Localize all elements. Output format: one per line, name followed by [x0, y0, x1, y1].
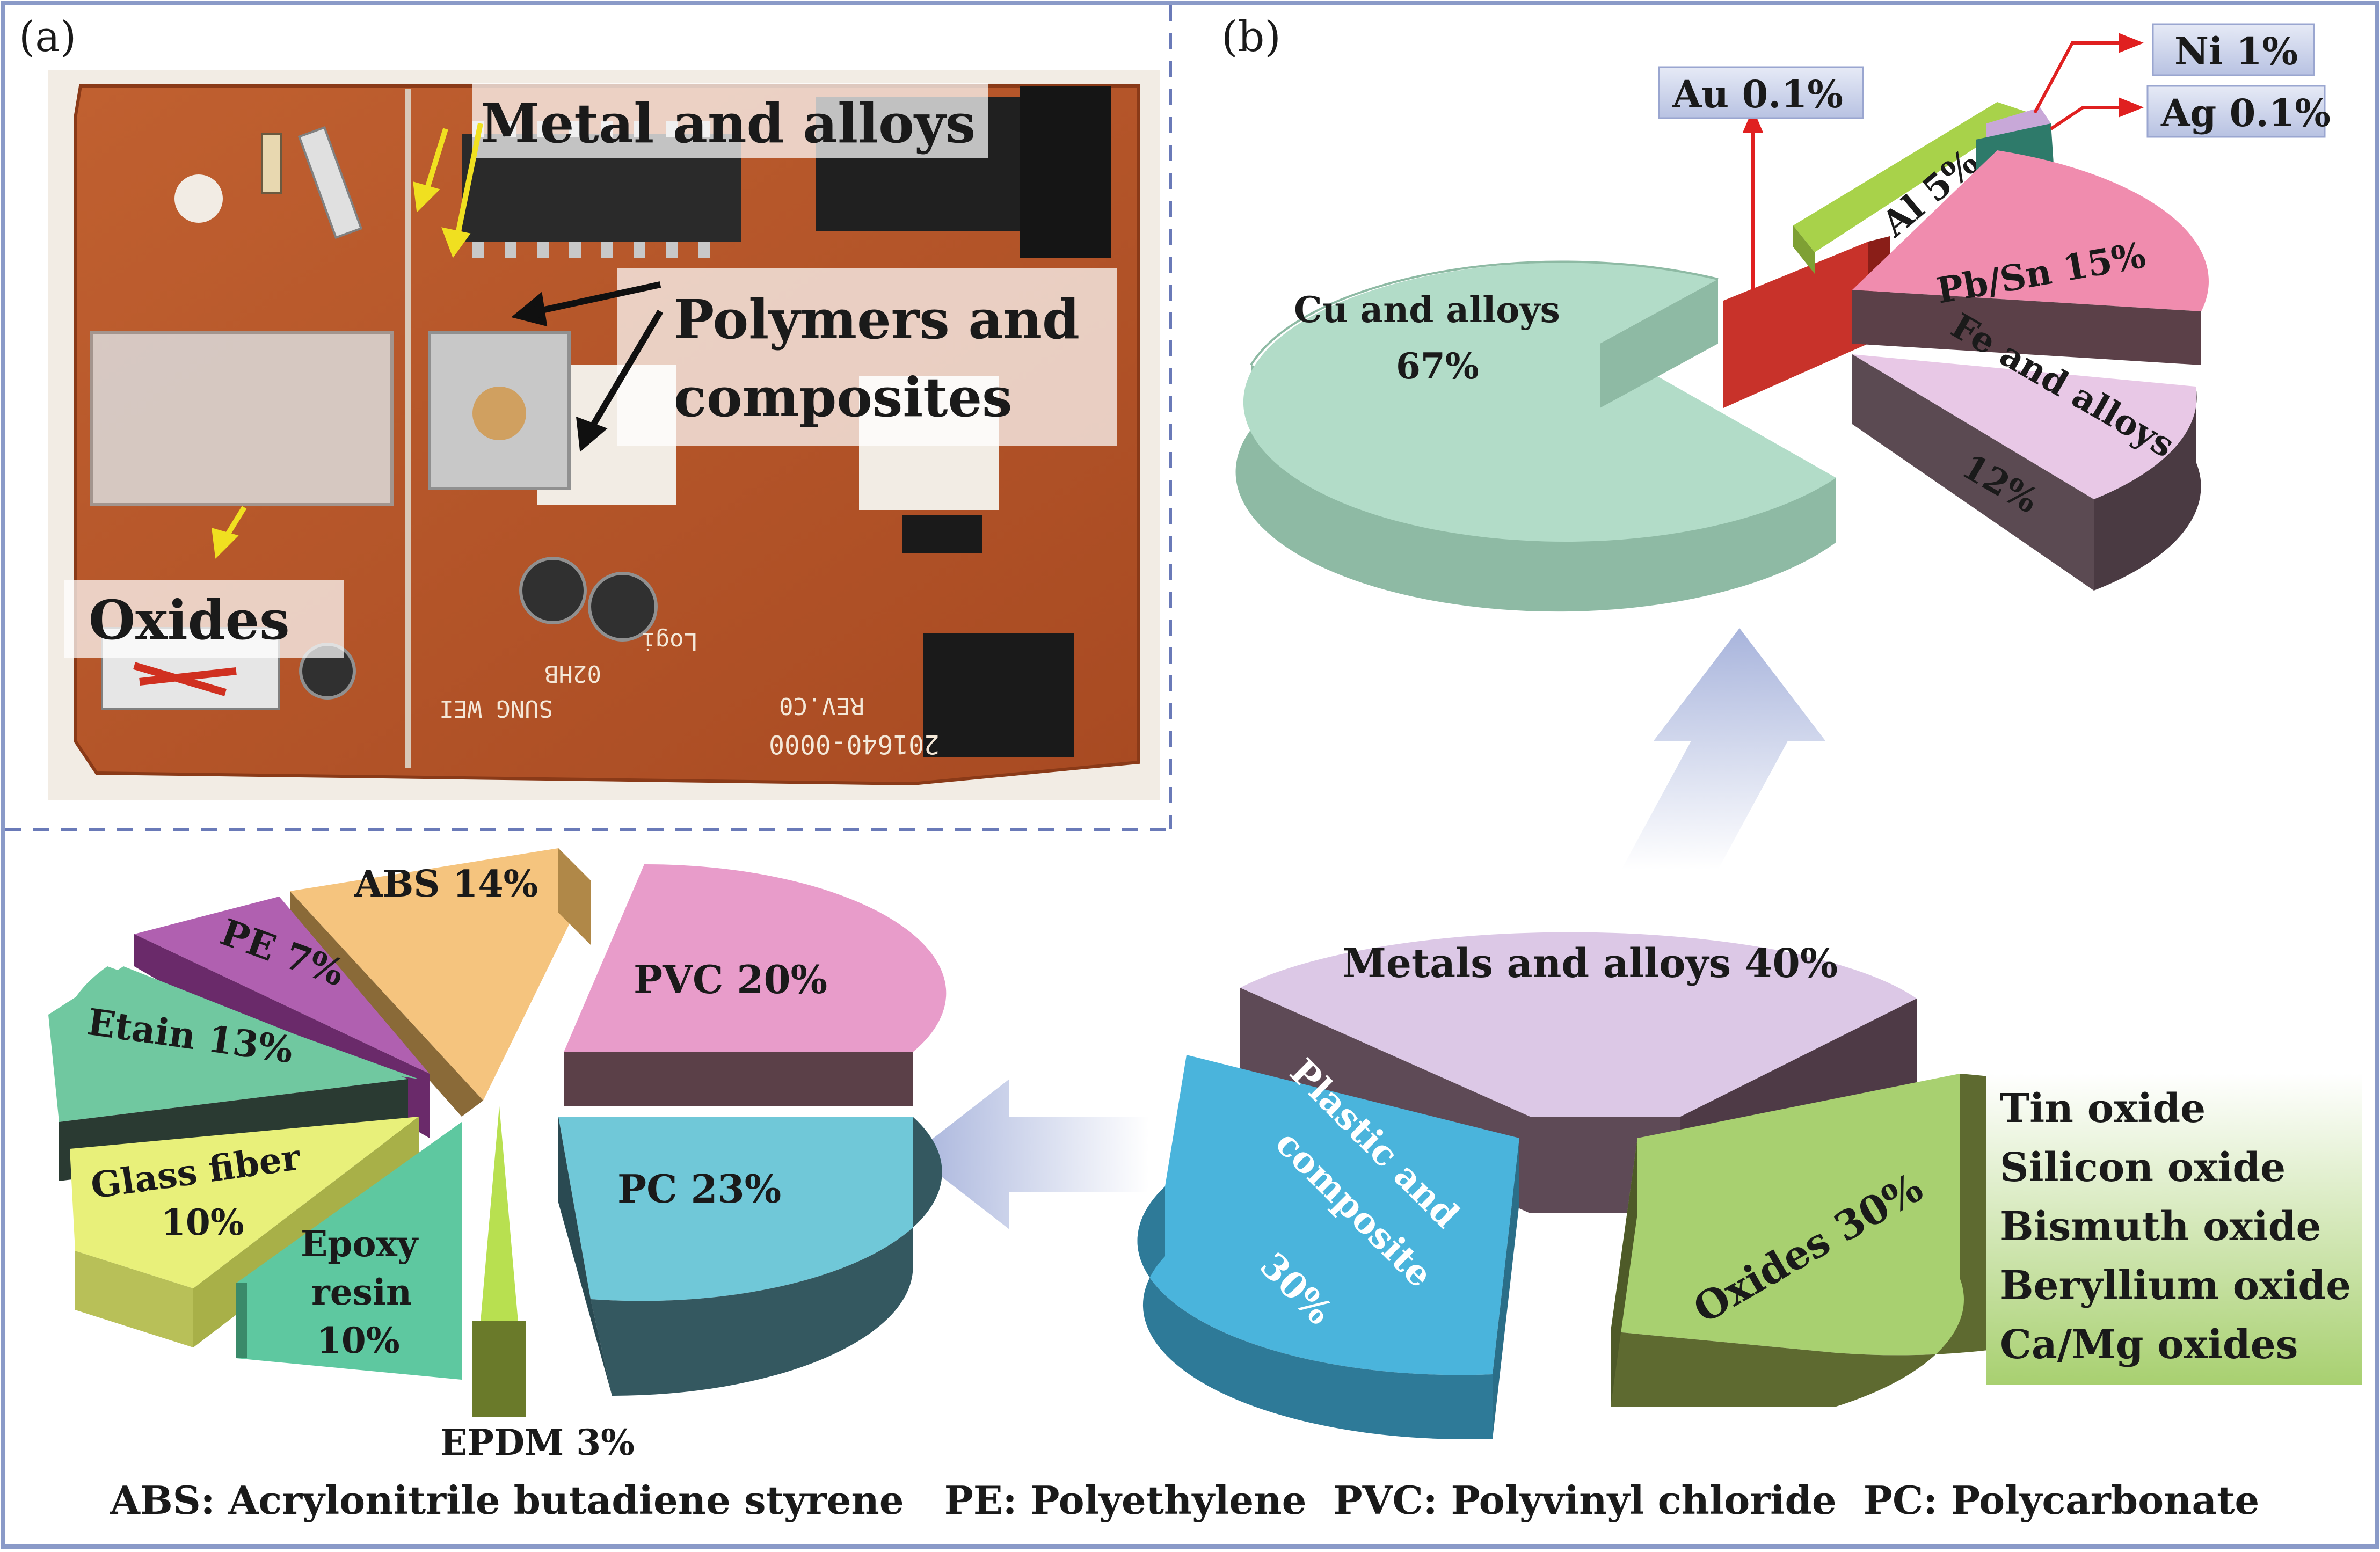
panel-a-label: (a) [19, 13, 76, 61]
epoxy-slice-top [236, 1122, 462, 1380]
polymer-pie: ABS 14% PE 7% PVC 20% Etain 13% Glass fi… [48, 848, 947, 1463]
abs-slice-side2 [558, 848, 591, 945]
epoxy-label-line3: 10% [317, 1320, 400, 1361]
arrow-black-2 [576, 309, 664, 452]
oxide-item-2: Silicon oxide [2000, 1145, 2286, 1191]
pbsn-slice-top [1852, 150, 2209, 311]
arrow-up [1621, 628, 1825, 870]
label-metal-alloys: Metal and alloys [481, 92, 976, 155]
label-bg-polymers [617, 268, 1117, 446]
pc-label: PC 23% [617, 1166, 781, 1212]
pe-slice-top [134, 897, 430, 1074]
arrow-yellow-3 [212, 506, 247, 559]
board-text-2: REV.C0 [779, 692, 864, 719]
al-slice-top [1793, 102, 2029, 252]
pvc-slice-top [564, 864, 947, 1052]
oxide-list-box [1986, 1074, 2362, 1385]
arrow-yellow-1 [413, 128, 448, 213]
ni-slice [1986, 107, 2051, 140]
ni-callout [2033, 33, 2144, 114]
pvc-label: PVC 20% [634, 957, 827, 1002]
capacitor-1 [519, 557, 587, 624]
oxide-item-4: Beryllium oxide [2000, 1263, 2351, 1309]
sensor-dot [472, 387, 526, 440]
oxides-slice-cut [1611, 1138, 1637, 1407]
au-slice [1723, 242, 1868, 408]
oxide-item-3: Bismuth oxide [2000, 1204, 2321, 1250]
epdm-slice-side [472, 1321, 526, 1417]
plastic-slice-top [1137, 1055, 1519, 1375]
epdm-label: EPDM 3% [440, 1422, 635, 1463]
au-callout [1742, 108, 1764, 290]
cu-slice-top-rim [1250, 260, 1719, 366]
oxide-item-5: Ca/Mg oxides [2000, 1322, 2298, 1368]
label-oxides: Oxides [89, 588, 290, 652]
metals-slice-top [1240, 932, 1917, 1117]
cu-slice-top [1243, 263, 1836, 542]
glass-label-line2: 10% [161, 1201, 244, 1243]
label-polymers-line1: Polymers and [674, 288, 1080, 351]
al-slice-side [1793, 225, 1815, 274]
epoxy-label-line2: resin [311, 1271, 412, 1313]
abs-slice-side [290, 891, 483, 1117]
glass-diode [297, 126, 363, 239]
etain-slice-top-b [48, 966, 408, 1122]
arrow-yellow-2 [441, 122, 483, 258]
pc-slice-side [591, 1117, 942, 1396]
cu-label-line2: 67% [1396, 345, 1479, 387]
optical-lens [90, 331, 394, 506]
au-tag-label: Au 0.1% [1672, 72, 1843, 116]
abs-slice-top [290, 848, 591, 1101]
au-tag [1658, 66, 1864, 119]
pvc-slice-side [564, 1052, 913, 1106]
epoxy-slice-side [236, 1283, 247, 1358]
ag-callout [2050, 97, 2144, 130]
connector-top-right [1020, 86, 1111, 258]
epoxy-label-line1: Epoxy [301, 1223, 419, 1265]
cu-slice-cut-face [1600, 279, 1718, 408]
panel-b-label: (b) [1221, 13, 1281, 61]
plastic-slice-side [1137, 1186, 1493, 1439]
ni-tag-label: Ni 1% [2174, 29, 2298, 74]
arrow-black-1 [511, 281, 661, 327]
board-text-1: 201640-0000 [769, 729, 940, 759]
board-text-3: SUNG WEI [439, 695, 553, 722]
abs-label: ABS 14% [354, 863, 538, 906]
resistor [261, 133, 282, 194]
board-text-4: 02HB [544, 660, 601, 687]
label-bg-metal [472, 83, 988, 158]
cu-label-line1: Cu and alloys [1294, 289, 1560, 331]
fe-slice-side [1852, 354, 2094, 591]
plastic-slice-cut [1493, 1138, 1519, 1439]
pcb-photo: 201640-0000 REV.C0 SUNG WEI 02HB Logi Me… [48, 70, 1160, 800]
metals-main-label: Metals and alloys 40% [1342, 941, 1838, 987]
label-polymers-line2: composites [674, 366, 1012, 429]
mount-hole [174, 174, 223, 223]
arrow-left [913, 1079, 1149, 1229]
oxide-list: Tin oxide Silicon oxide Bismuth oxide Be… [1986, 1074, 2362, 1385]
label-bg-oxides [64, 580, 344, 658]
glass-slice-side [75, 1251, 193, 1347]
wires [133, 662, 237, 696]
switch [923, 633, 1074, 757]
fe-slice-side2 [2094, 387, 2201, 591]
ag-tag [2146, 85, 2326, 138]
glass-slice-top [70, 1117, 419, 1288]
oxide-item-1: Tin oxide [2000, 1085, 2206, 1132]
footnote: ABS: Acrylonitrile butadiene styrene PE:… [110, 1477, 2259, 1523]
capacitor-2 [588, 572, 658, 642]
ag-tag-label: Ag 0.1% [2160, 91, 2331, 135]
board-text-5: Logi [641, 628, 698, 655]
pc-slice-top [558, 1117, 942, 1301]
epdm-slice-top [478, 1106, 521, 1353]
metals-breakdown-pie: Cu and alloys 67% Al 5% Pb/Sn 15% Fe and… [1235, 23, 2331, 612]
fe-slice-top [1852, 354, 2197, 499]
pbsn-slice-side [1852, 290, 2201, 365]
ni-tag [2152, 23, 2315, 76]
small-component [902, 515, 982, 553]
